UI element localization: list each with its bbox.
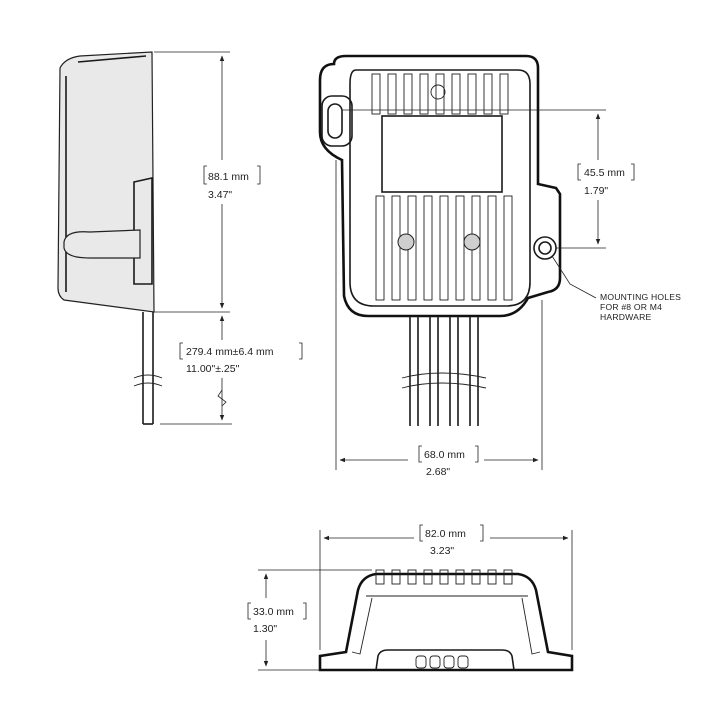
- top-fins: [371, 73, 509, 115]
- depth-metric-label: 33.0 mm: [253, 606, 294, 618]
- hole-spacing-metric-label: 45.5 mm: [584, 167, 625, 179]
- height-dimension: 88.1 mm 3.47": [154, 51, 261, 313]
- depth-imperial-label: 1.30": [253, 623, 277, 635]
- height-imperial-label: 3.47": [208, 189, 232, 201]
- front-width-imperial-label: 2.68": [426, 466, 450, 478]
- cable-length-imperial-label: 11.00"±.25": [186, 363, 240, 375]
- side-view: [57, 51, 163, 425]
- callout-line-1: MOUNTING HOLES: [600, 292, 681, 302]
- mounting-holes-callout: MOUNTING HOLES FOR #8 OR M4 HARDWARE: [551, 255, 681, 322]
- bottom-width-imperial-label: 3.23": [430, 545, 454, 557]
- depth-dimension: 33.0 mm 1.30": [247, 569, 372, 671]
- bottom-width-dimension: 82.0 mm 3.23": [319, 524, 573, 650]
- bottom-view-fins: [375, 569, 513, 585]
- bottom-width-metric-label: 82.0 mm: [425, 528, 466, 540]
- front-width-dimension: 68.0 mm 2.68": [335, 160, 543, 478]
- front-view: [318, 54, 562, 426]
- callout-line-2: FOR #8 OR M4: [600, 302, 662, 312]
- hole-spacing-imperial-label: 1.79": [584, 185, 608, 197]
- bottom-fins: [375, 195, 513, 301]
- height-metric-label: 88.1 mm: [208, 171, 249, 183]
- front-width-metric-label: 68.0 mm: [424, 449, 465, 461]
- callout-line-3: HARDWARE: [600, 312, 651, 322]
- cable-length-dimension: 279.4 mm±6.4 mm 11.00"±.25": [160, 315, 303, 425]
- bottom-view: [318, 569, 574, 672]
- wires: [401, 316, 487, 426]
- hole-spacing-dimension: 45.5 mm 1.79": [342, 109, 635, 249]
- cable-length-metric-label: 279.4 mm±6.4 mm: [186, 346, 274, 358]
